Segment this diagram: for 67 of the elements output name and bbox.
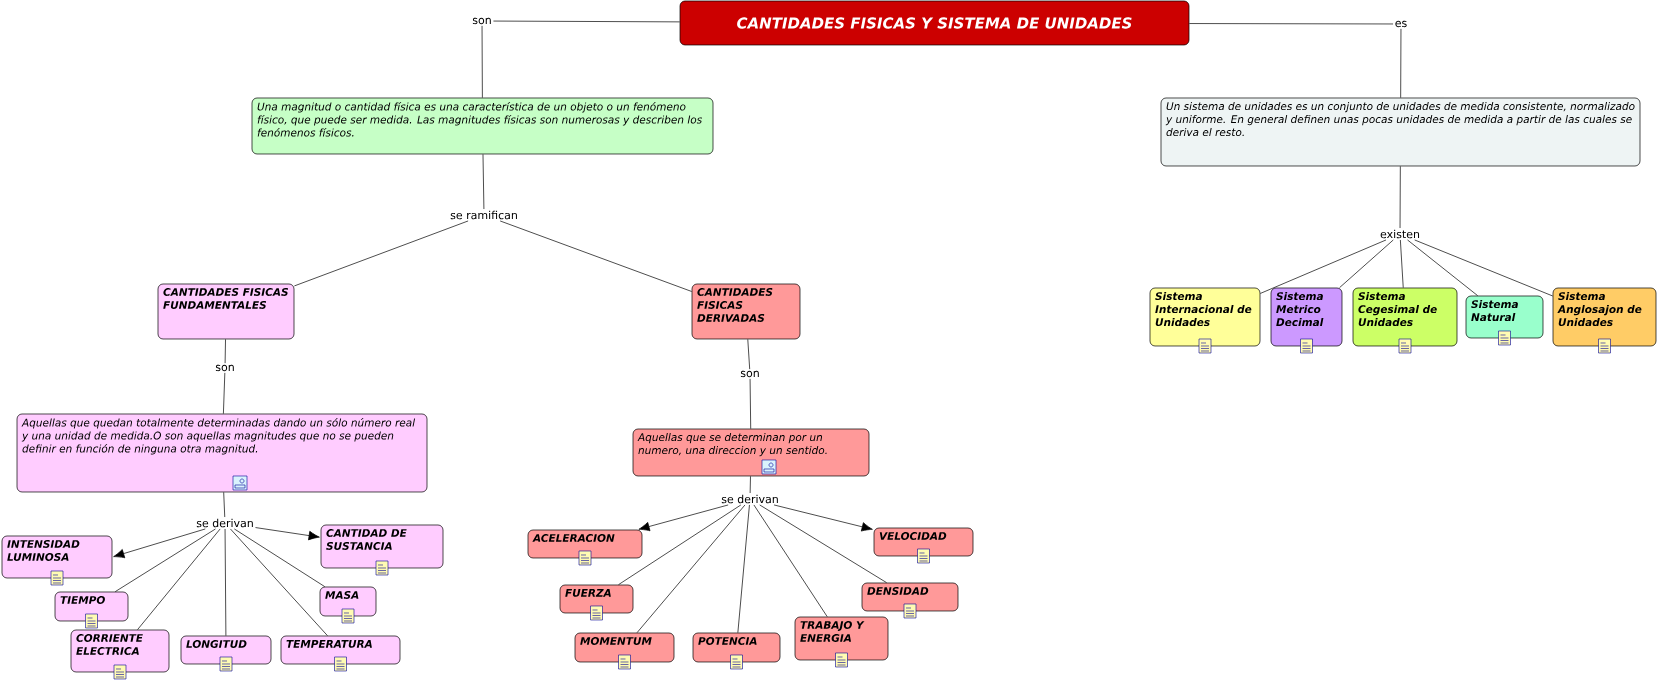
connector [481,25,483,98]
concept-box: CORRIENTE ELECTRICA [70,629,170,673]
connector [113,528,206,559]
concept-box: TEMPERATURA [280,635,401,665]
connector [255,527,320,541]
connector [224,528,227,636]
connector [759,504,887,583]
concept-box: LONGITUD [180,635,272,665]
concept-box: CANTIDAD DE SUSTANCIA [320,524,444,569]
connector [753,504,828,617]
linking-phrase: se derivan [719,493,781,505]
description-box: Aquellas que se determinan por un numero, una direccion y un sentido. [632,428,870,477]
concept-box: CANTIDADES FISICAS FUNDAMENTALES [157,283,295,340]
connector [1414,239,1553,297]
concept-box: Sistema Cegesimal de Unidades [1352,287,1458,347]
connector [234,528,326,587]
concept-box: INTENSIDAD LUMINOSA [1,535,113,579]
linking-phrase: se ramifican [448,209,520,221]
connector [1407,239,1478,296]
connector [223,492,226,518]
description-box: Un sistema de unidades es un conjunto de unidades de medida consistente, normalizado y uniforme. En general definen unas pocas unidades de medida a partir de las cuales se deriva el resto. [1160,97,1641,167]
title-box: CANTIDADES FISICAS Y SISTEMA DE UNIDADES [679,0,1190,46]
linking-phrase: son [738,369,762,379]
concept-box: Sistema Metrico Decimal [1270,287,1343,347]
connector [223,372,226,414]
concept-box: ACELERACION [527,529,643,559]
connector [1400,239,1404,288]
connector [230,528,328,636]
connector [618,504,742,585]
connector [636,504,746,633]
linking-phrase: es [1393,19,1409,29]
concept-box: VELOCIDAD [873,527,974,557]
connector [482,154,485,210]
connector [747,339,751,370]
connector [1339,239,1394,288]
connector [294,220,469,287]
connector [137,528,221,630]
connector [1189,23,1394,25]
concept-box: POTENCIA [692,632,781,663]
linking-phrase: se derivan [194,517,256,529]
connector [749,378,752,429]
concept-box: MASA [319,586,377,617]
concept-box: TIEMPO [54,591,129,622]
connector [499,220,692,292]
connector [1399,166,1401,229]
description-box: Aquellas que quedan totalmente determinadas dando un sólo número real y una unidad de medida.O son aquellas magnitudes que no se pueden definir en función de ninguna otra magnitud. [16,413,428,493]
connector [493,20,680,23]
connector [1260,239,1387,294]
connector [1400,28,1402,98]
connector [773,504,873,532]
connector [114,528,216,592]
concept-box: DENSIDAD [861,582,959,612]
concept-box: MOMENTUM [574,632,675,663]
connector [224,339,226,364]
connector [737,504,750,633]
concept-box: CANTIDADES FISICAS DERIVADAS [691,283,801,340]
description-box: Una magnitud o cantidad física es una característica de un objeto o un fenómeno físico, que puede ser medida. Las magnitudes físicas son numerosas y describen los fenómenos físicos. [251,97,714,155]
concept-box: Sistema Anglosajon de Unidades [1552,287,1657,347]
linking-phrase: existen [1378,228,1422,240]
concept-box: Sistema Natural [1465,295,1544,339]
concept-box: Sistema Internacional de Unidades [1149,287,1261,347]
connector [749,476,751,494]
concept-box: FUERZA [559,584,634,614]
linking-phrase: son [213,363,237,373]
linking-phrase: son [470,16,494,26]
concept-box: TRABAJO Y ENERGIA [794,616,889,661]
connector [638,504,729,532]
